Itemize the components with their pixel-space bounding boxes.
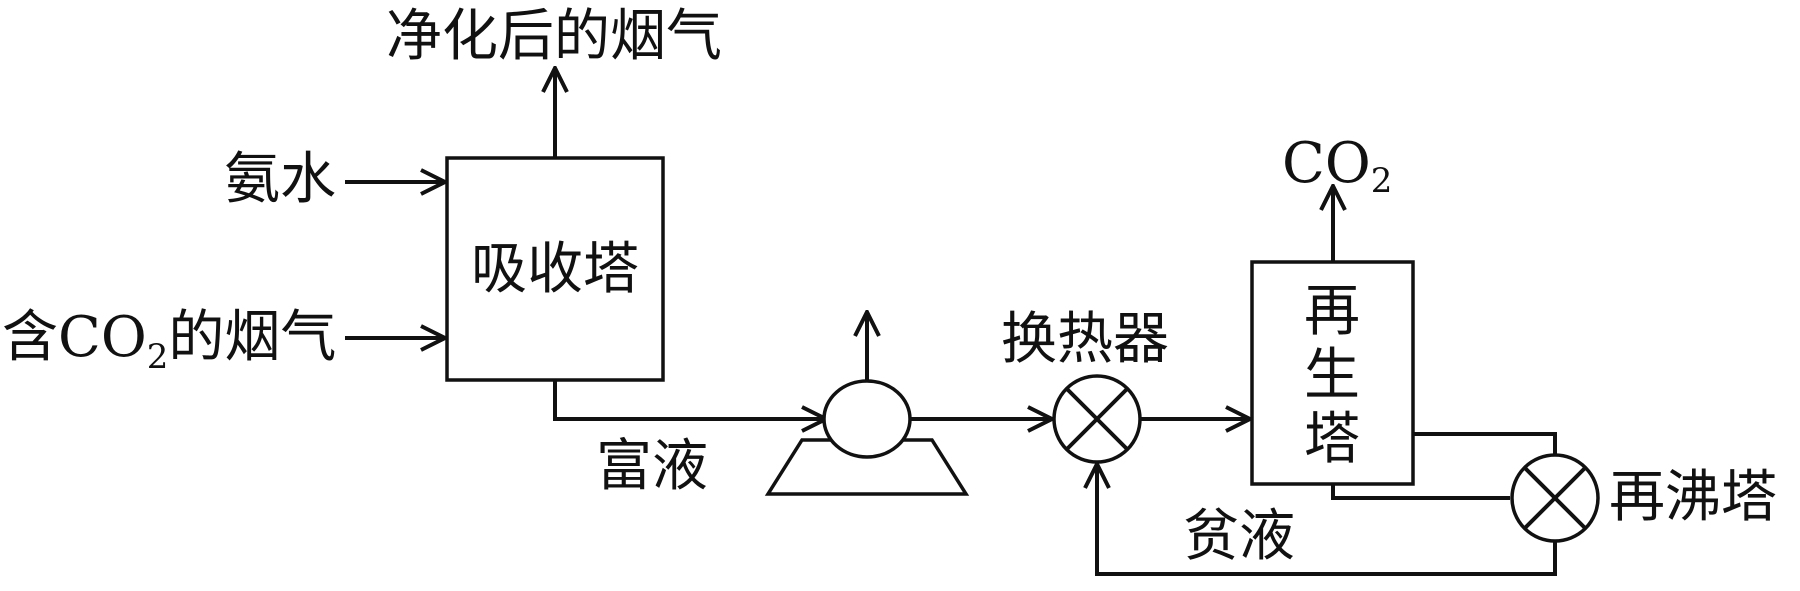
heat-exchanger-label: 换热器: [1001, 307, 1169, 372]
regenerator-label-1: 再: [1304, 279, 1360, 344]
regenerator-label-3: 塔: [1304, 407, 1360, 472]
heat-exchanger-cross-b: [1065, 387, 1129, 451]
co2-label: CO2: [1282, 131, 1392, 201]
absorber-tower: [445, 156, 665, 382]
pump-body: [822, 379, 912, 459]
reboiler-label: 再沸塔: [1609, 465, 1777, 530]
reboiler-to-regenerator-bottom: [1331, 484, 1510, 500]
regenerator-label-2: 生: [1304, 343, 1360, 408]
heat-exchanger: [1052, 374, 1142, 464]
ammonia-water-label: 氨水: [224, 147, 336, 212]
reboiler-cross-b: [1523, 466, 1587, 530]
rich-liquid-label: 富液: [596, 434, 708, 499]
pump: [764, 312, 970, 496]
purified-flue-gas-label: 净化后的烟气: [386, 4, 722, 69]
lean-liquid-line: [1097, 464, 1557, 576]
flue-gas-label: 含CO2的烟气: [2, 305, 336, 377]
reboiler: [1510, 453, 1600, 543]
lean-liquid-label: 贫液: [1183, 504, 1295, 569]
rich-liquid-line: [553, 380, 826, 419]
absorber-label: 吸收塔: [471, 237, 639, 302]
